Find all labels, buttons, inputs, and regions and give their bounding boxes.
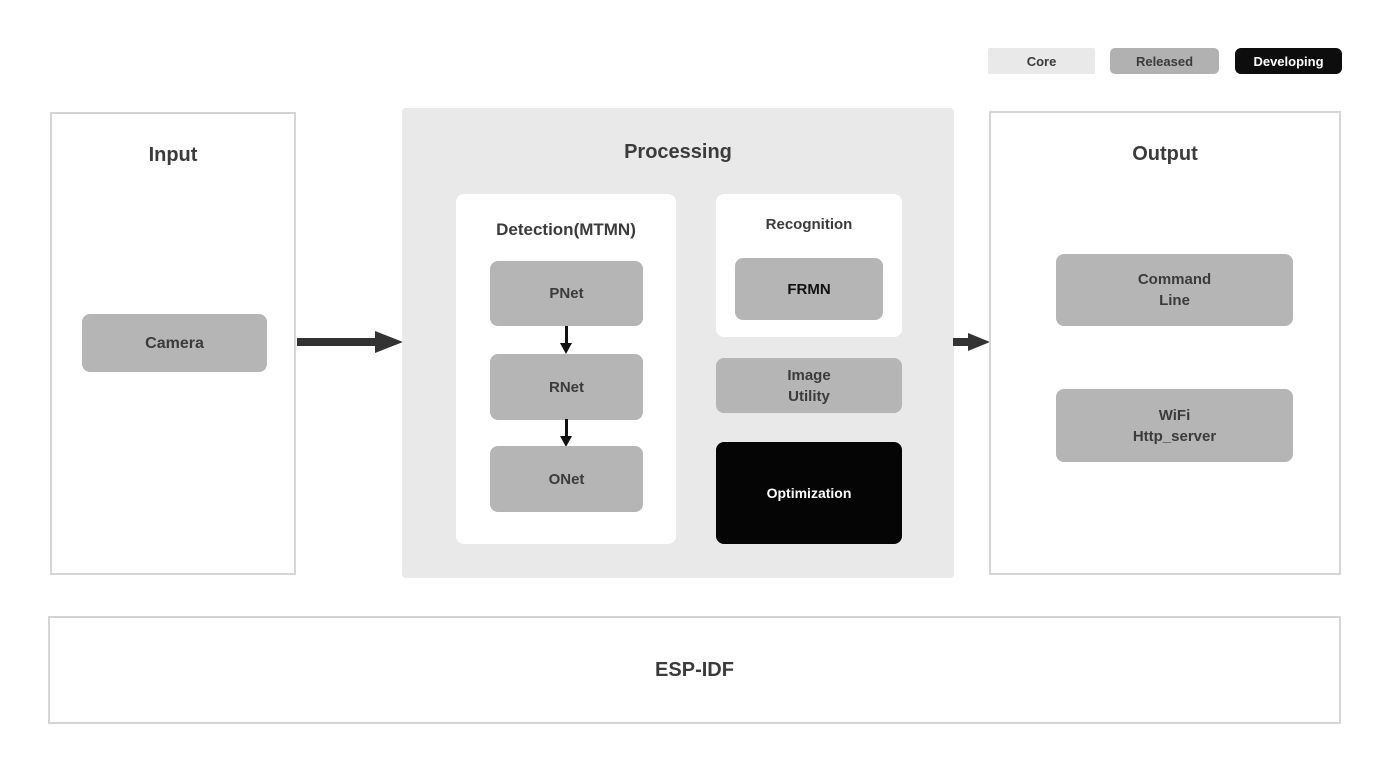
output-panel-title: Output	[1132, 143, 1198, 165]
optimization-block: Optimization	[716, 442, 902, 544]
arrow-head-icon	[560, 343, 572, 354]
processing-panel: Processing Detection(MTMN) PNet RNet ONe…	[402, 108, 954, 578]
arrow-pnet-to-rnet	[560, 326, 572, 354]
detection-group: Detection(MTMN) PNet RNet ONet	[456, 194, 676, 544]
camera-block: Camera	[82, 314, 267, 372]
processing-panel-title: Processing	[624, 141, 732, 163]
command-line-line2: Line	[1159, 292, 1190, 309]
arrow-processing-to-output	[953, 333, 990, 351]
arrow-shaft	[565, 419, 568, 436]
recognition-group-title: Recognition	[765, 216, 853, 233]
wifi-http-server-block: WiFi Http_server	[1056, 389, 1293, 462]
onet-block: ONet	[490, 446, 643, 512]
command-line-line1: Command	[1137, 271, 1212, 288]
arrow-shaft	[953, 338, 968, 346]
image-utility-line2: Utility	[788, 387, 830, 405]
rnet-block: RNet	[490, 354, 643, 420]
arrow-shaft	[565, 326, 568, 343]
esp-idf-panel-title: ESP-IDF	[655, 658, 734, 681]
wifi-line2: Http_server	[1132, 427, 1217, 445]
arrow-input-to-processing	[297, 331, 403, 353]
legend-item-developing: Developing	[1235, 48, 1342, 74]
detection-group-title: Detection(MTMN)	[496, 220, 636, 239]
arrow-rnet-to-onet	[560, 419, 572, 447]
frmn-block: FRMN	[735, 258, 883, 320]
recognition-group: Recognition FRMN	[716, 194, 902, 337]
arrow-head-icon	[560, 436, 572, 447]
image-utility-line1: Image	[787, 366, 831, 384]
input-panel: Input Camera	[50, 112, 296, 575]
command-line-block: Command Line	[1056, 254, 1293, 326]
esp-idf-panel: ESP-IDF	[48, 616, 1341, 724]
wifi-line1: WiFi	[1158, 406, 1191, 424]
input-panel-title: Input	[148, 144, 198, 166]
image-utility-block: Image Utility	[716, 358, 902, 413]
legend-item-core: Core	[988, 48, 1095, 74]
output-panel: Output Command Line WiFi Http_server	[989, 111, 1341, 575]
arrow-head-icon	[375, 331, 403, 353]
arrow-shaft	[297, 338, 375, 346]
arrow-head-icon	[968, 333, 990, 351]
legend-item-released: Released	[1110, 48, 1219, 74]
pnet-block: PNet	[490, 261, 643, 326]
